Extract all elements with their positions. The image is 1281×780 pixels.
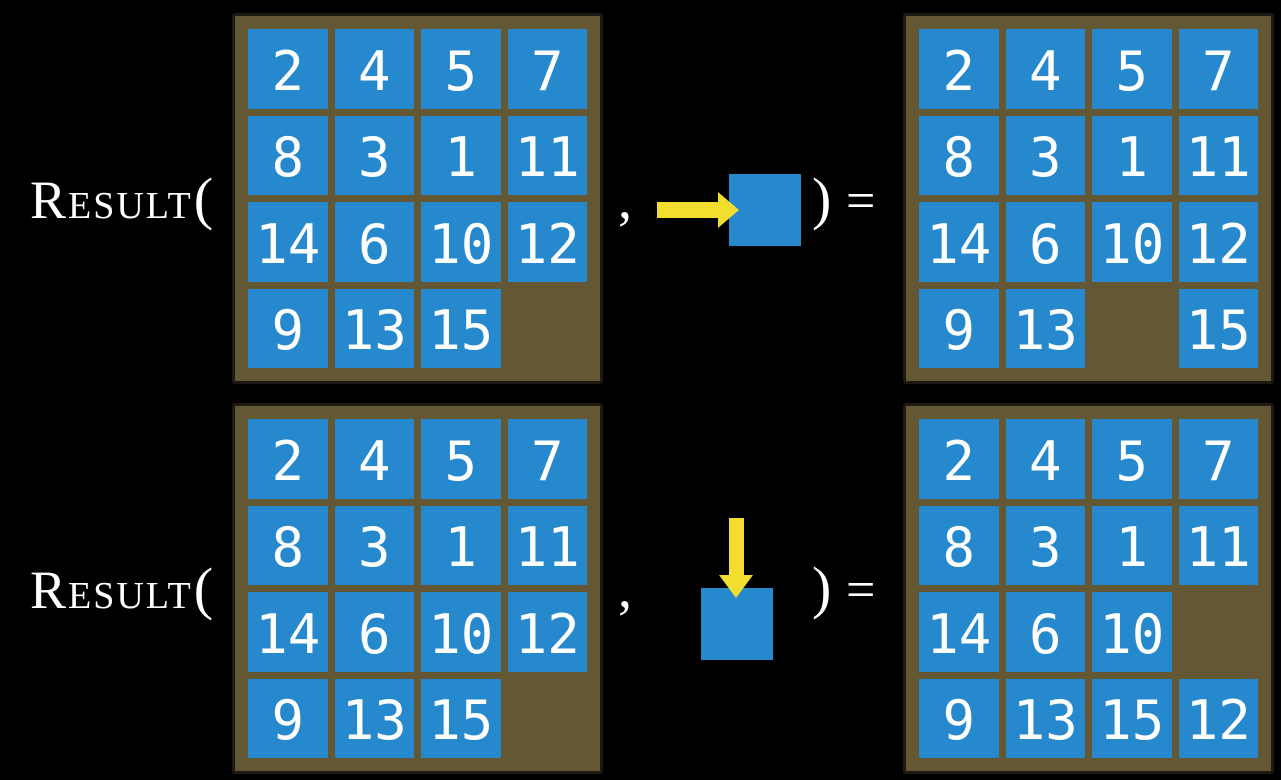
puzzle-tile: 15	[1092, 678, 1172, 758]
equals-sign: =	[846, 173, 876, 230]
puzzle-tile: 12	[1178, 678, 1258, 758]
puzzle-tile: 13	[334, 288, 414, 368]
puzzle-tile: 10	[1092, 592, 1172, 672]
puzzle-tile: 2	[248, 419, 328, 499]
puzzle-tile: 11	[1178, 115, 1258, 195]
arrow-right-icon	[657, 192, 739, 228]
moved-tile-row2	[701, 588, 773, 660]
arrow-shaft	[729, 518, 744, 576]
arrow-down-icon	[719, 518, 753, 598]
comma: ,	[618, 558, 632, 620]
puzzle-tile: 10	[421, 592, 501, 672]
blank-cell	[508, 679, 588, 759]
puzzle-tile: 9	[919, 678, 999, 758]
puzzle-tile: 10	[1092, 202, 1172, 282]
puzzle-tile: 13	[1005, 288, 1085, 368]
puzzle-tile: 7	[1178, 29, 1258, 109]
puzzle-tile: 3	[1005, 505, 1085, 585]
arrow-head	[718, 192, 739, 228]
comma: ,	[618, 169, 632, 231]
puzzle-tile: 9	[919, 288, 999, 368]
puzzle-tile: 8	[248, 505, 328, 585]
puzzle-tile: 1	[1092, 115, 1172, 195]
puzzle-tile: 14	[248, 592, 328, 672]
puzzle-tile: 5	[421, 419, 501, 499]
puzzle-tile: 11	[507, 505, 587, 585]
puzzle-tile: 9	[248, 288, 328, 368]
puzzle-tile: 10	[421, 202, 501, 282]
puzzle-tile: 7	[1178, 419, 1258, 499]
puzzle-tile: 3	[334, 505, 414, 585]
puzzle-tile: 12	[507, 592, 587, 672]
puzzle-tile: 13	[334, 678, 414, 758]
result-function-label-row2: Result (	[30, 560, 213, 618]
open-paren: (	[193, 556, 214, 621]
arrow-head	[719, 575, 753, 598]
puzzle-tile: 9	[248, 678, 328, 758]
function-name: Result	[30, 170, 193, 230]
puzzle-tile: 14	[248, 202, 328, 282]
puzzle-tile: 4	[334, 29, 414, 109]
puzzle-tile: 15	[1178, 288, 1258, 368]
blank-cell	[1179, 592, 1259, 672]
blank-cell	[1092, 289, 1172, 369]
puzzle-tile: 8	[248, 115, 328, 195]
puzzle-tile: 6	[334, 202, 414, 282]
puzzle-tile: 11	[507, 115, 587, 195]
open-paren: (	[193, 166, 214, 231]
function-name: Result	[30, 560, 193, 620]
puzzle-tile: 6	[1005, 202, 1085, 282]
equals-sign: =	[846, 562, 876, 619]
puzzle-tile: 14	[919, 592, 999, 672]
result-function-label-row1: Result (	[30, 170, 213, 228]
arrow-shaft	[657, 202, 719, 218]
puzzle-tile: 4	[1005, 29, 1085, 109]
puzzle-tile: 13	[1005, 678, 1085, 758]
puzzle-tile: 5	[1092, 29, 1172, 109]
puzzle-tile: 7	[507, 29, 587, 109]
blank-cell	[508, 289, 588, 369]
puzzle-tile: 1	[1092, 505, 1172, 585]
puzzle-tile: 1	[421, 115, 501, 195]
puzzle-tile: 11	[1178, 505, 1258, 585]
puzzle-tile: 15	[421, 678, 501, 758]
close-paren: )	[812, 166, 832, 231]
puzzle-tile: 15	[421, 288, 501, 368]
puzzle-tile: 12	[507, 202, 587, 282]
puzzle-tile: 2	[248, 29, 328, 109]
puzzle-tile: 7	[507, 419, 587, 499]
puzzle-tile: 5	[1092, 419, 1172, 499]
puzzle-tile: 4	[334, 419, 414, 499]
close-paren: )	[812, 555, 832, 620]
puzzle-tile: 2	[919, 419, 999, 499]
puzzle-tile: 6	[334, 592, 414, 672]
puzzle-tile: 12	[1178, 202, 1258, 282]
moved-tile-row1	[729, 174, 801, 246]
puzzle-tile: 1	[421, 505, 501, 585]
puzzle-tile: 8	[919, 505, 999, 585]
puzzle-tile: 8	[919, 115, 999, 195]
puzzle-tile: 14	[919, 202, 999, 282]
puzzle-tile: 4	[1005, 419, 1085, 499]
puzzle-tile: 3	[334, 115, 414, 195]
puzzle-tile: 5	[421, 29, 501, 109]
puzzle-tile: 3	[1005, 115, 1085, 195]
puzzle-tile: 2	[919, 29, 999, 109]
puzzle-tile: 6	[1005, 592, 1085, 672]
